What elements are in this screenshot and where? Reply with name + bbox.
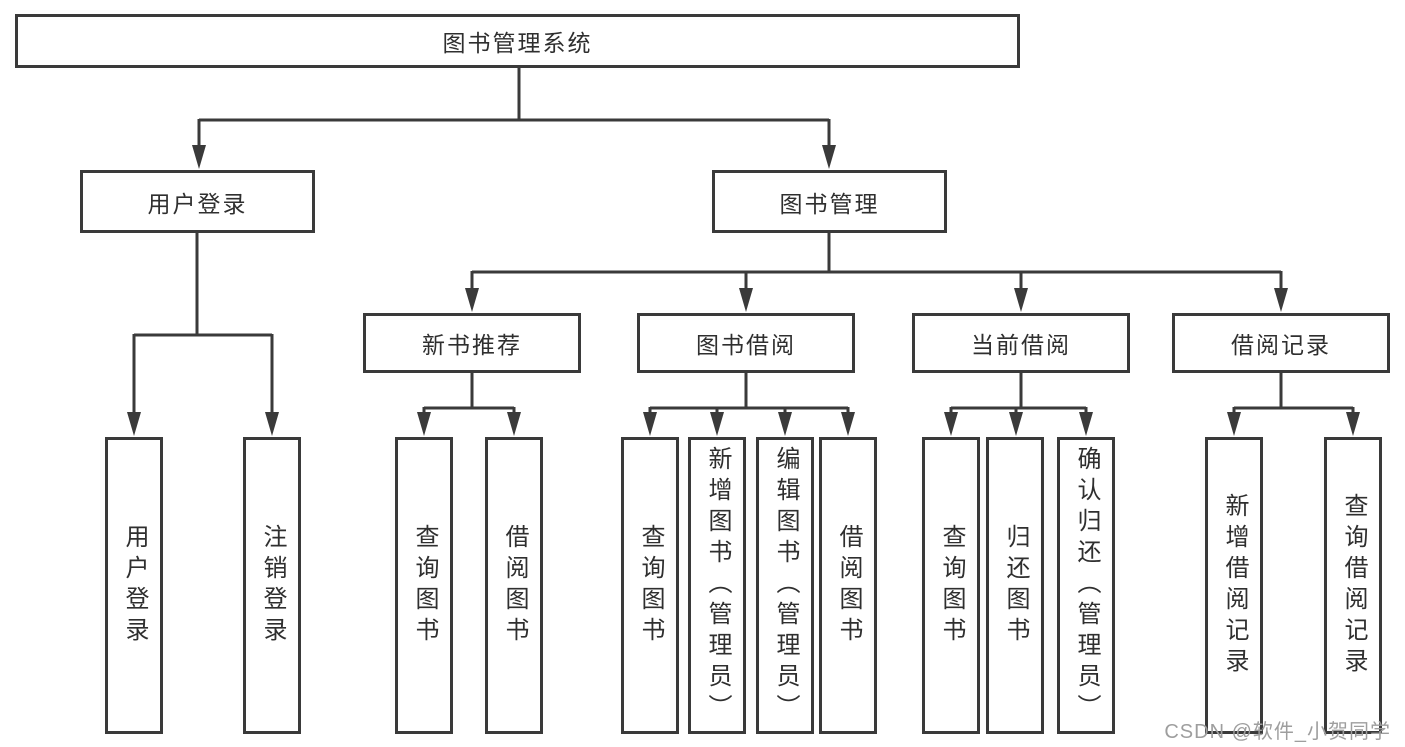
leaf-return-books: 归还图书 xyxy=(986,437,1044,734)
leaf-label: 查询借阅记录 xyxy=(1340,492,1367,679)
node-label: 借阅记录 xyxy=(1231,332,1331,358)
leaf-label: 查询图书 xyxy=(411,523,438,648)
leaf-label: 用户登录 xyxy=(121,523,148,648)
leaf-borrow-books: 借阅图书 xyxy=(819,437,877,734)
node-book-management-group: 图书管理 xyxy=(712,170,947,233)
leaf-label: 编辑图书（管理员） xyxy=(772,446,799,725)
leaf-label: 新增图书（管理员） xyxy=(704,446,731,725)
node-label: 新书推荐 xyxy=(422,332,522,358)
leaf-label: 借阅图书 xyxy=(501,523,528,648)
leaf-add-books-admin: 新增图书（管理员） xyxy=(688,437,746,734)
leaf-current-query-books: 查询图书 xyxy=(922,437,980,734)
leaf-label: 查询图书 xyxy=(938,523,965,648)
leaf-label: 注销登录 xyxy=(259,523,286,648)
node-borrowing-records: 借阅记录 xyxy=(1172,313,1390,373)
node-label: 图书管理系统 xyxy=(442,30,593,56)
leaf-confirm-return-admin: 确认归还（管理员） xyxy=(1057,437,1115,734)
leaf-label: 查询图书 xyxy=(637,523,664,648)
leaf-label: 新增借阅记录 xyxy=(1221,492,1248,679)
leaf-query-borrow-record: 查询借阅记录 xyxy=(1324,437,1382,734)
node-label: 图书管理 xyxy=(779,190,880,217)
node-label: 图书借阅 xyxy=(696,332,796,358)
node-label: 用户登录 xyxy=(147,190,248,217)
node-user-login-group: 用户登录 xyxy=(80,170,315,233)
leaf-label: 归还图书 xyxy=(1002,523,1029,648)
node-label: 当前借阅 xyxy=(971,332,1071,358)
leaf-recommend-borrow-books: 借阅图书 xyxy=(485,437,543,734)
leaf-label: 确认归还（管理员） xyxy=(1073,446,1100,725)
node-book-borrowing: 图书借阅 xyxy=(637,313,855,373)
leaf-edit-books-admin: 编辑图书（管理员） xyxy=(756,437,814,734)
leaf-label: 借阅图书 xyxy=(835,523,862,648)
leaf-logout: 注销登录 xyxy=(243,437,301,734)
node-current-borrowing: 当前借阅 xyxy=(912,313,1130,373)
leaf-recommend-query-books: 查询图书 xyxy=(395,437,453,734)
node-new-book-recommendation: 新书推荐 xyxy=(363,313,581,373)
csdn-watermark: CSDN @软件_小贺同学 xyxy=(1164,721,1391,743)
leaf-add-borrow-record: 新增借阅记录 xyxy=(1205,437,1263,734)
leaf-user-login: 用户登录 xyxy=(105,437,163,734)
node-library-management-system: 图书管理系统 xyxy=(15,14,1020,68)
leaf-borrowing-query-books: 查询图书 xyxy=(621,437,679,734)
